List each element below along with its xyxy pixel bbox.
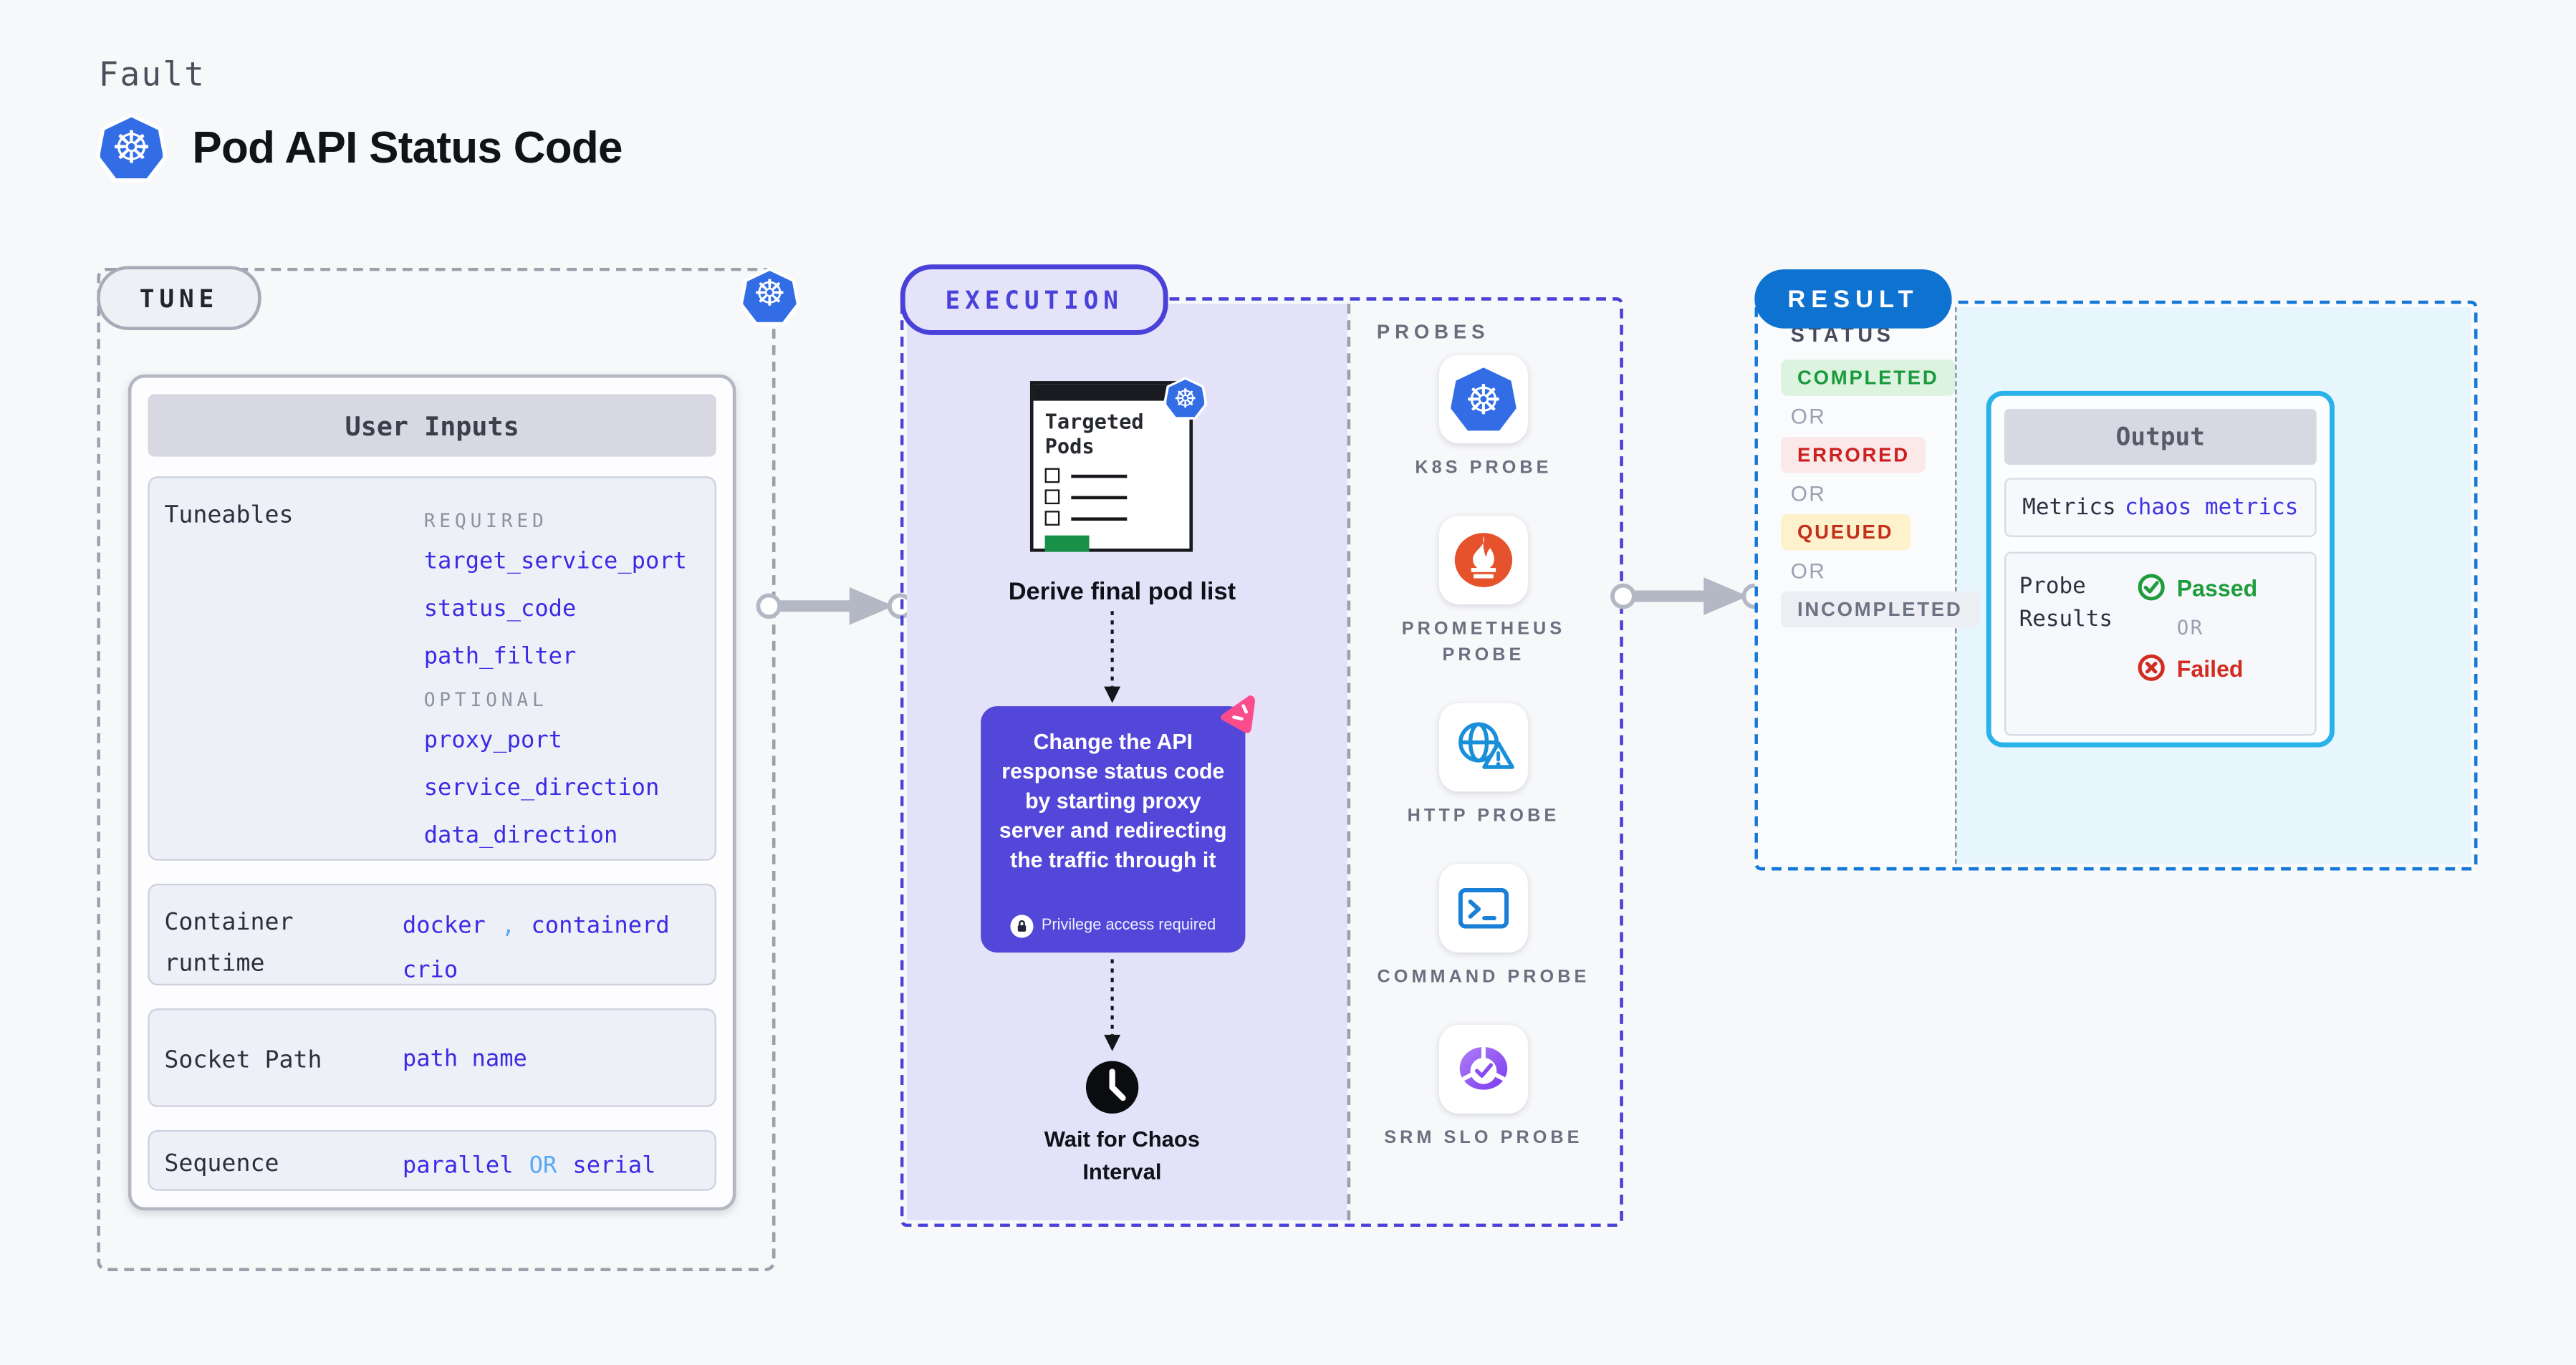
or-separator: OR bbox=[1790, 404, 1827, 429]
tuneable-value: data_direction bbox=[423, 822, 618, 849]
execution-section-label: EXECUTION bbox=[900, 264, 1168, 335]
privilege-label: Privilege access required bbox=[1041, 915, 1216, 934]
tuneable-value: proxy_port bbox=[423, 727, 563, 754]
or-separator: OR bbox=[1790, 481, 1827, 506]
terminal-icon bbox=[1458, 887, 1509, 928]
wait-interval-label: Wait for Chaos Interval bbox=[1044, 1127, 1201, 1184]
kubernetes-icon: ☸ bbox=[739, 267, 800, 326]
flow-arrow bbox=[756, 587, 913, 625]
sequence-label: Sequence bbox=[164, 1151, 279, 1178]
container-runtime-row: Container runtime docker , containerd cr… bbox=[148, 883, 716, 986]
prometheus-icon bbox=[1454, 533, 1513, 587]
note-text: Change the API response status code by s… bbox=[999, 729, 1227, 872]
tuneables-values: REQUIRED target_service_port status_code… bbox=[424, 503, 687, 861]
probe-card bbox=[1439, 703, 1528, 791]
status-badge: INCOMPLETED bbox=[1781, 591, 1979, 628]
title-row: ☸ Pod API Status Code bbox=[95, 112, 623, 184]
metrics-label: Metrics bbox=[2022, 494, 2116, 521]
failed-row: Failed bbox=[2138, 654, 2258, 682]
http-globe-warning-icon bbox=[1458, 722, 1514, 769]
probe-card bbox=[1439, 863, 1528, 952]
flow-arrow bbox=[1610, 577, 1768, 615]
probe-results-label: Probe Results bbox=[2019, 573, 2113, 633]
tuneable-value: target_service_port bbox=[423, 548, 687, 575]
container-runtime-label: Container runtime bbox=[164, 910, 294, 978]
probes-divider bbox=[1347, 304, 1351, 1220]
card-top-bar bbox=[1033, 384, 1190, 401]
probe-card bbox=[1439, 1024, 1528, 1114]
pod-list-item bbox=[1044, 468, 1190, 483]
chaos-icon bbox=[1220, 695, 1255, 733]
page-title: Pod API Status Code bbox=[192, 122, 623, 172]
lock-icon bbox=[1010, 915, 1034, 938]
user-inputs-header: User Inputs bbox=[148, 394, 716, 457]
required-label: REQUIRED bbox=[423, 508, 548, 533]
probe-name: PROMETHEUS PROBE bbox=[1401, 619, 1566, 665]
result-section-label: RESULT bbox=[1754, 269, 1952, 329]
output-card: Output Metrics chaos metrics Probe Resul… bbox=[1986, 390, 2335, 748]
check-circle-icon bbox=[2138, 574, 2165, 601]
fault-eyebrow: Fault bbox=[98, 54, 206, 94]
privilege-row: Privilege access required bbox=[981, 915, 1245, 938]
progress-bar bbox=[1044, 535, 1090, 552]
socket-path-label: Socket Path bbox=[164, 1048, 322, 1074]
targeted-pods-title: Targeted Pods bbox=[1044, 409, 1144, 458]
slo-pie-check-icon bbox=[1459, 1043, 1508, 1089]
status-list: COMPLETED OR ERRORED OR QUEUED OR INCOMP… bbox=[1781, 360, 1979, 628]
sequence-value: parallel OR serial bbox=[402, 1152, 656, 1180]
probe-results-values: Passed OR Failed bbox=[2138, 570, 2258, 718]
fault-note-box: Change the API response status code by s… bbox=[981, 706, 1246, 953]
probe-card: ☸ bbox=[1439, 354, 1528, 444]
tune-section-border bbox=[97, 267, 776, 1272]
output-header: Output bbox=[2004, 409, 2317, 466]
tuneables-label: Tuneables bbox=[164, 502, 294, 529]
clock-icon bbox=[1085, 1061, 1139, 1114]
metrics-value: chaos metrics bbox=[2125, 494, 2299, 521]
pod-list-item bbox=[1044, 511, 1190, 526]
passed-row: Passed bbox=[2138, 573, 2257, 601]
status-badge: COMPLETED bbox=[1781, 360, 1956, 396]
derive-pod-list-label: Derive final pod list bbox=[1008, 578, 1236, 607]
kubernetes-icon: ☸ bbox=[1451, 367, 1517, 431]
status-badge: ERRORED bbox=[1781, 437, 1926, 473]
kubernetes-icon: ☸ bbox=[1163, 377, 1208, 420]
pod-list-item bbox=[1044, 489, 1190, 505]
probe-name: HTTP PROBE bbox=[1407, 806, 1560, 826]
socket-path-row: Socket Path path name bbox=[148, 1008, 716, 1107]
targeted-pods-card: Targeted Pods bbox=[1029, 381, 1193, 552]
dotted-arrow bbox=[1104, 959, 1121, 1051]
x-circle-icon bbox=[2138, 654, 2165, 681]
tuneables-row: Tuneables REQUIRED target_service_port s… bbox=[148, 476, 716, 861]
or-separator: OR bbox=[1790, 558, 1827, 584]
tuneable-value: path_filter bbox=[423, 644, 577, 670]
probes-list: ☸ K8S PROBE PROMETHEUS PROBE bbox=[1344, 354, 1623, 1185]
probe-card bbox=[1439, 515, 1528, 604]
optional-label: OPTIONAL bbox=[423, 688, 548, 712]
dotted-arrow bbox=[1104, 611, 1121, 703]
or-separator: OR bbox=[2176, 616, 2204, 640]
probe-name: COMMAND PROBE bbox=[1377, 967, 1590, 987]
tuneable-value: service_direction bbox=[423, 775, 660, 802]
socket-path-value: path name bbox=[402, 1046, 527, 1073]
probes-section-label: PROBES bbox=[1376, 320, 1490, 344]
metrics-row: Metrics chaos metrics bbox=[2004, 478, 2317, 537]
tuneable-value: status_code bbox=[423, 596, 577, 623]
probe-name: K8S PROBE bbox=[1415, 458, 1552, 478]
tune-section-label: TUNE bbox=[97, 266, 261, 330]
user-inputs-card: User Inputs Tuneables REQUIRED target_se… bbox=[128, 374, 736, 1211]
sequence-row: Sequence parallel OR serial bbox=[148, 1129, 716, 1191]
status-badge: QUEUED bbox=[1781, 513, 1911, 551]
kubernetes-icon: ☸ bbox=[95, 112, 168, 183]
probe-name: SRM SLO PROBE bbox=[1384, 1127, 1583, 1148]
probe-results-row: Probe Results Passed OR Faile bbox=[2004, 551, 2317, 736]
container-runtime-values: docker , containerd crio bbox=[402, 913, 670, 984]
result-divider bbox=[1955, 307, 1957, 864]
